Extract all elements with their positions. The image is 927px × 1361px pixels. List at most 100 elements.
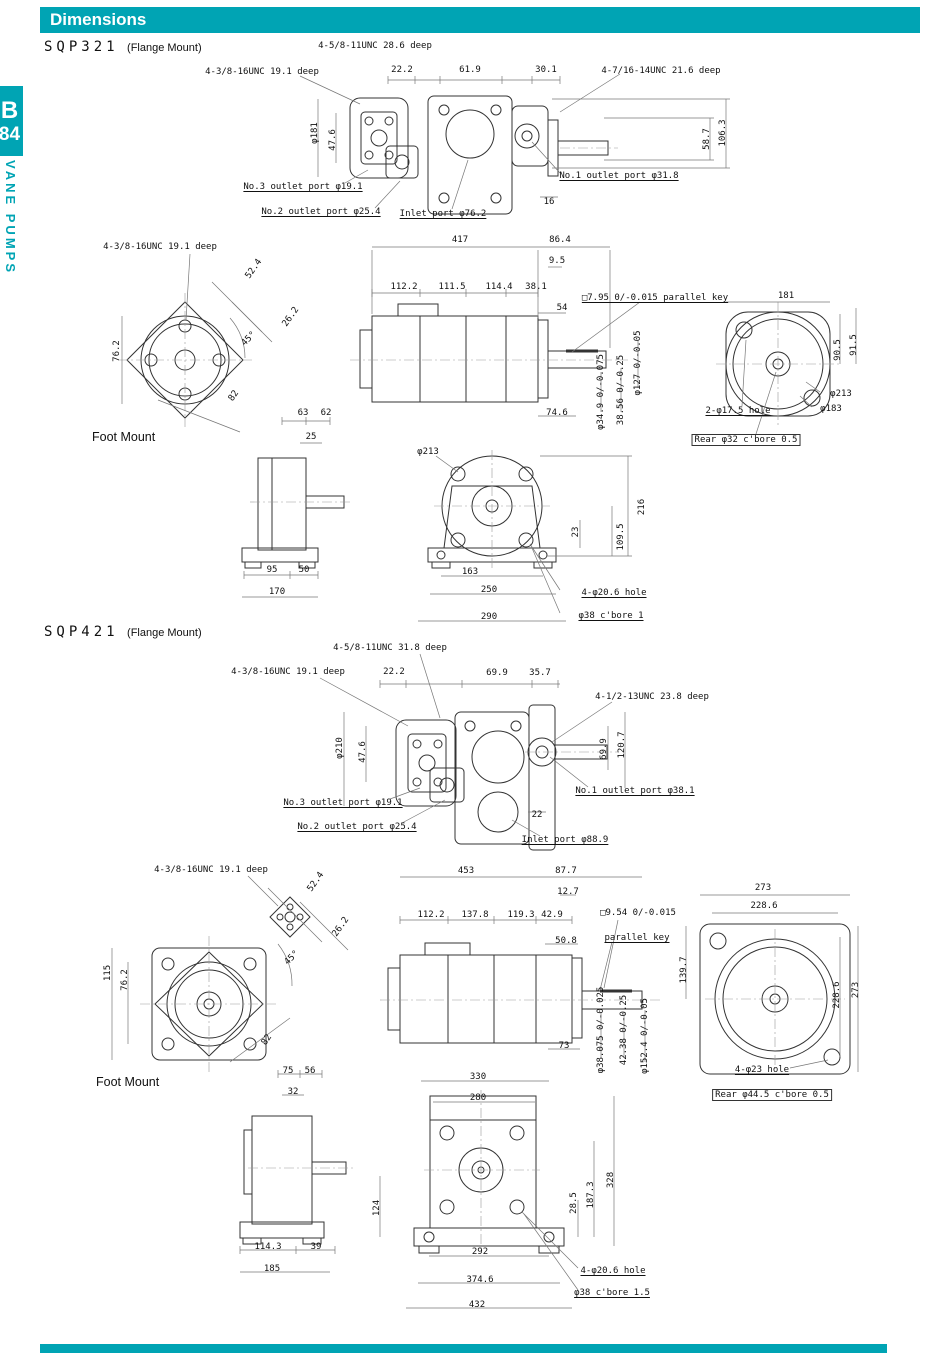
dimension-label: 139.7 [679,956,689,984]
dimension-label: 56 [304,1066,316,1076]
section-title-sqp321: SQP321 (Flange Mount) [44,39,202,55]
dimension-label: 112.2 [390,282,418,292]
dimension-label: 228.6 [832,981,842,1009]
dimension-label: φ210 [335,737,345,759]
dimension-label: 87.7 [555,866,577,876]
dimension-label: 50.8 [555,936,577,946]
dimension-label: 115 [103,964,113,982]
dimension-label: 26.2 [330,915,352,939]
dimension-label: 54 [556,303,568,313]
dimension-label: 374.6 [466,1275,494,1285]
dimension-label: 124 [372,1199,382,1217]
dimension-label: 30.1 [535,65,557,75]
dimension-label: φ38 c'bore 1.5 [574,1288,650,1298]
dimension-label: φ181 [310,122,320,144]
dimension-label: 4-3/8-16UNC 19.1 deep [231,667,345,677]
page-index-tab: B 84 [0,86,23,156]
dimension-label: φ38 c'bore 1 [578,611,644,621]
dimension-label: 69.9 [599,738,609,760]
vertical-category-label: VANE PUMPS [3,160,18,275]
dimension-label: 292 [471,1247,489,1257]
dimension-label: 12.7 [557,887,579,897]
dimension-label: No.3 outlet port φ19.1 [243,182,363,192]
dimension-label: 137.8 [461,910,489,920]
dimension-label: φ127 0/-0.05 [633,330,643,396]
dimension-label: 47.6 [328,129,338,151]
dimension-label: 185 [263,1264,281,1274]
dimension-label: 63 [297,408,309,418]
dimension-label: 82 [259,1032,275,1048]
tab-number: 84 [0,123,21,145]
sqp421-foot-mount-drawing [239,1095,565,1254]
dimension-label: 73 [558,1041,570,1051]
dimension-label: 120.7 [617,731,627,759]
dimension-label: 90.5 [833,339,843,361]
dimension-label: φ213 [830,389,852,399]
dimension-label: 86.4 [549,235,571,245]
dimension-label: 273 [851,981,861,999]
dimension-label: 170 [268,587,286,597]
dimension-label: 74.6 [546,408,568,418]
dimension-label: 114.3 [254,1242,282,1252]
dimension-label: φ34.9 0/-0.075 [596,354,606,430]
dimension-label: 216 [637,498,647,516]
dimension-label: 111.5 [438,282,466,292]
dimension-label: Rear φ32 c'bore 0.5 [691,434,801,446]
dimension-lines [111,73,859,1309]
dimension-label: 106.3 [718,119,728,147]
dimension-label: 23 [571,526,581,538]
sqp321-flange-drawing [349,95,609,215]
dimension-label: 32 [287,1087,299,1097]
dimension-label: 187.3 [586,1181,596,1209]
dimension-label: 4-φ20.6 hole [580,1266,646,1276]
dimension-label: □7.95 0/-0.015 parallel key [581,293,729,303]
dimension-label: 4-5/8-11UNC 28.6 deep [318,41,432,51]
dimension-label: 61.9 [459,65,481,75]
dimension-label: 273 [754,883,772,893]
page-title: Dimensions [50,10,147,29]
dimension-label: □9.54 0/-0.015 [600,908,676,918]
dimension-label: 52.4 [243,257,265,281]
tab-letter: B [0,96,19,124]
dimension-label: 453 [457,866,475,876]
dimension-label: 112.2 [417,910,445,920]
dimension-label: 52.4 [305,870,327,894]
section-title-foot-mount-2: Foot Mount [96,1075,160,1089]
dimension-label: 228.6 [750,901,778,911]
dimension-label: 42.9 [541,910,563,920]
dimension-label: φ152.4 0/-0.05 [640,998,650,1074]
dimension-label: 76.2 [120,969,130,991]
dimension-label: 75 [282,1066,294,1076]
dimension-label: 26.2 [280,305,302,329]
dimension-label: 25 [305,432,317,442]
dimension-label: 58.7 [702,128,712,150]
dimension-label: 4-5/8-11UNC 31.8 deep [333,643,447,653]
dimension-label: 91.5 [849,334,859,356]
dimension-label: 39 [310,1242,322,1252]
dimension-label: 330 [469,1072,487,1082]
dimension-label: 69.9 [486,668,508,678]
page-footer-bar [40,1344,887,1353]
dimension-label: 82 [226,388,242,404]
dimension-label: 16 [543,197,555,207]
dimension-label: 4-3/8-16UNC 19.1 deep [205,67,319,77]
section-title-sqp421: SQP421 (Flange Mount) [44,624,202,640]
dimension-label: 119.3 [507,910,535,920]
dimension-label: φ183 [820,404,842,414]
dimension-label: Inlet port φ88.9 [521,835,609,845]
dimension-label: 22.2 [383,667,405,677]
dimension-label: Rear φ44.5 c'bore 0.5 [712,1089,832,1101]
dimension-label: 42.38 0/-0.25 [619,994,629,1066]
dimension-label: 4-3/8-16UNC 19.1 deep [103,242,217,252]
dimension-label: No.2 outlet port φ25.4 [297,822,417,832]
dimension-label: 4-3/8-16UNC 19.1 deep [154,865,268,875]
dimension-label: No.2 outlet port φ25.4 [261,207,381,217]
dimension-label: 417 [451,235,469,245]
dimension-label: 50 [298,565,310,575]
dimension-label: 38.1 [525,282,547,292]
dimension-label: 95 [266,565,278,575]
dimension-label: φ213 [417,447,439,457]
